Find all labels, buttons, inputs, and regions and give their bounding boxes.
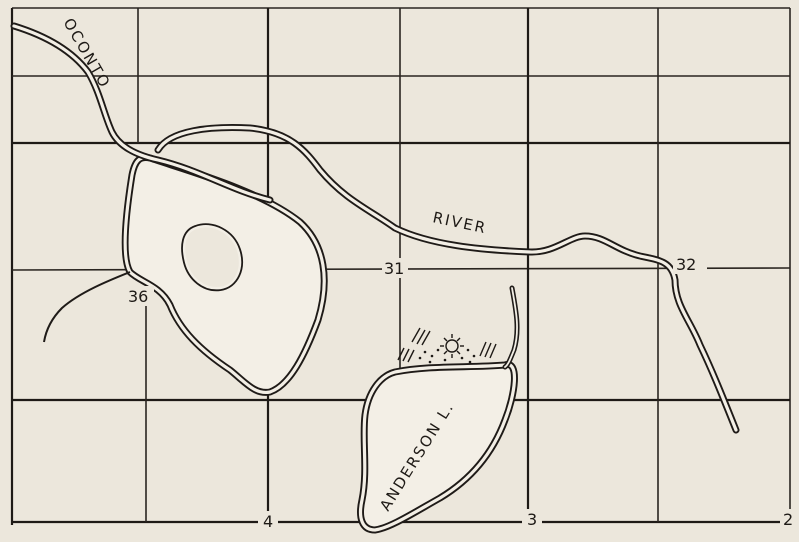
oconto-river <box>10 22 740 434</box>
section-31: 31 <box>384 259 404 278</box>
marsh-tuft-3 <box>479 341 497 359</box>
spring-symbol <box>440 334 464 358</box>
marsh-dots <box>418 348 476 364</box>
section-4-bg <box>258 511 278 531</box>
section-4: 4 <box>263 512 273 531</box>
marsh-tuft-2 <box>397 347 415 363</box>
marsh-tuft-1 <box>411 327 431 346</box>
anderson-inlet-inner <box>504 287 518 368</box>
river-channel-inner <box>12 24 738 432</box>
anderson-lake-water <box>360 364 515 530</box>
section-2: 2 <box>783 510 793 529</box>
oxbow-lake-shore-inner <box>123 155 326 395</box>
anderson-lake <box>357 285 520 534</box>
section-32: 32 <box>676 255 696 274</box>
section-3-bg <box>522 509 542 529</box>
marsh-symbols <box>397 327 497 364</box>
section-3: 3 <box>527 510 537 529</box>
section-31-bg <box>382 258 408 278</box>
west-outlet-creek <box>43 271 131 343</box>
section-36-bg <box>126 286 154 306</box>
island-shore-inner <box>182 225 242 290</box>
section-labels: 36 31 32 4 3 2 <box>126 254 799 531</box>
section-36: 36 <box>128 287 148 306</box>
island <box>181 223 243 292</box>
section-32-bg <box>673 254 707 274</box>
section-2-bg <box>780 509 799 529</box>
